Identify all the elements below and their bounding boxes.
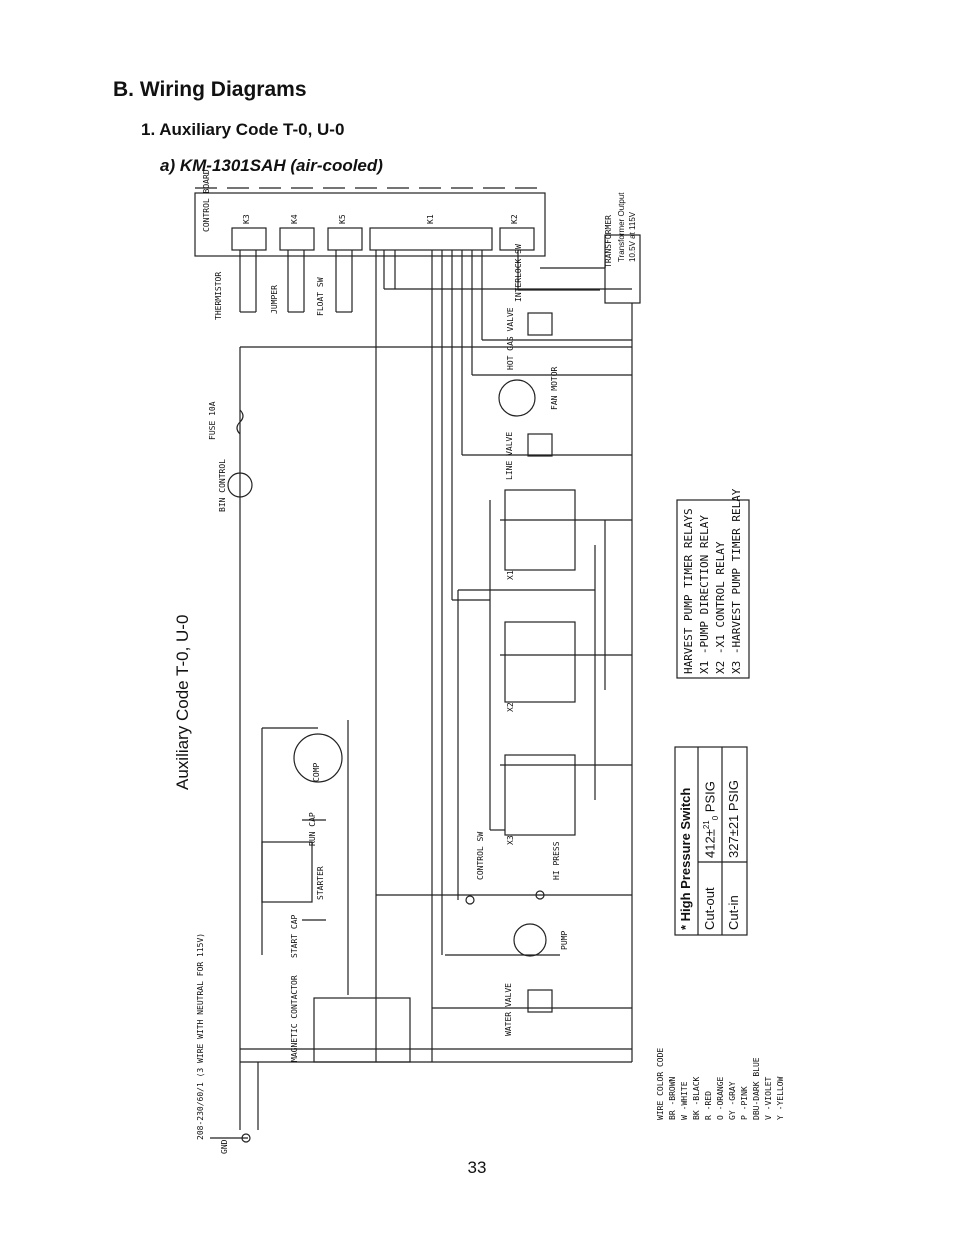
relay-k5 [327,227,363,251]
page-number: 33 [467,1158,487,1177]
x3-label: X3 [506,835,515,845]
relay-legend-row-2: X2 -X1 CONTROL RELAY [714,541,727,674]
line-valve-label: LINE VALVE [505,431,514,480]
transformer-output-line-1: Transformer Output [617,192,626,262]
wire-color-row-2: W -WHITE [680,1081,689,1120]
hp-cutout-value: 412±210 PSIG [702,781,720,858]
hp-switch-title: * High Pressure Switch [678,787,693,930]
power-supply-label: 208-230/60/1 (3 WIRE WITH NEUTRAL FOR 11… [196,932,205,1140]
transformer-box [604,234,641,304]
relay-x2 [504,621,576,703]
water-valve-symbol [527,989,553,1013]
fuse-label: FUSE 10A [208,401,217,440]
float-sw-label: FLOAT SW [316,277,325,316]
transformer-output-line-2: 10.5V at 115V [628,211,637,262]
magnetic-contactor-box [313,997,411,1063]
k4-label: K4 [290,214,299,224]
hp-cutout-label: Cut-out [702,887,717,930]
wire-color-row-10: Y -YELLOW [776,1076,785,1120]
board-wires [239,250,632,1062]
hp-switch-table [674,746,748,936]
thermistor-label: THERMISTOR [214,271,223,320]
relay-legend-box [676,499,750,679]
relay-k1 [369,227,493,251]
hot-gas-valve-symbol [527,312,553,336]
x2-label: X2 [506,702,515,712]
hp-cutin-label: Cut-in [726,895,741,930]
branch-wires [239,339,632,1130]
relay-legend-row-3: X3 -HARVEST PUMP TIMER RELAY [730,488,743,674]
water-valve-label: WATER VALVE [504,983,513,1036]
relay-legend-title: HARVEST PUMP TIMER RELAYS [682,508,695,674]
pump-motor-symbol [513,923,547,957]
x1-label: X1 [506,570,515,580]
relay-k3 [231,227,267,251]
diagram-title: a) KM-1301SAH (air-cooled) [160,156,383,175]
transformer-label: TRANSFORMER [604,215,613,268]
wire-color-code-title: WIRE COLOR CODE [656,1047,665,1120]
starter-box [261,841,313,903]
wire-color-row-3: BK -BLACK [692,1076,701,1120]
relay-wiring [457,500,606,900]
jumper-label: JUMPER [270,285,279,314]
starter-label: STARTER [316,866,325,900]
hi-press-contact [535,890,545,900]
k3-label: K3 [242,214,251,224]
wire-color-row-7: P -PINK [740,1086,749,1120]
wire-color-row-4: R -RED [704,1091,713,1120]
k2-label: K2 [510,214,519,224]
control-board [194,192,546,257]
relay-k4 [279,227,315,251]
bin-control-symbol [227,472,253,498]
gnd-symbol [241,1133,251,1143]
subsection-title: 1. Auxiliary Code T-0, U-0 [141,120,345,139]
control-board-label: CONTROL BOARD [202,169,211,232]
wire-color-row-8: DBU-DARK BLUE [752,1057,761,1120]
fuse-symbol [236,409,244,435]
wire-color-row-5: O -ORANGE [716,1076,725,1120]
wire-color-row-9: V -VIOLET [764,1076,773,1120]
wire-color-row-1: BR -BROWN [668,1076,677,1120]
k5-label: K5 [338,214,347,224]
run-cap-label: RUN CAP [308,812,317,846]
interlock-label: INTERLOCK SW [514,244,523,302]
hot-gas-valve-label: HOT GAS VALVE [506,307,515,370]
hp-cutin-value: 327±21 PSIG [726,780,741,858]
pump-label: PUMP [560,930,569,950]
relay-x3 [504,754,576,836]
control-sw-label: CONTROL SW [476,831,485,880]
relay-x1 [504,489,576,571]
comp-label: COMP [312,762,321,782]
fan-motor-symbol [498,379,536,417]
k1-label: K1 [426,214,435,224]
compressor-symbol [293,733,343,783]
control-sw-contact [465,895,475,905]
wire-color-row-6: GY -GRAY [728,1081,737,1120]
relay-k2 [499,227,535,251]
fan-motor-label: FAN MOTOR [550,366,559,410]
line-valve-symbol [527,433,553,457]
section-title: B. Wiring Diagrams [113,78,307,101]
relay-legend-row-1: X1 -PUMP DIRECTION RELAY [698,515,711,674]
bin-control-label: BIN CONTROL [218,459,227,512]
magnetic-contactor-label: MAGNETIC CONTACTOR [290,975,299,1062]
gnd-label: GND [220,1139,229,1154]
hi-press-label: HI PRESS [552,841,561,880]
start-cap-label: START CAP [290,914,299,958]
